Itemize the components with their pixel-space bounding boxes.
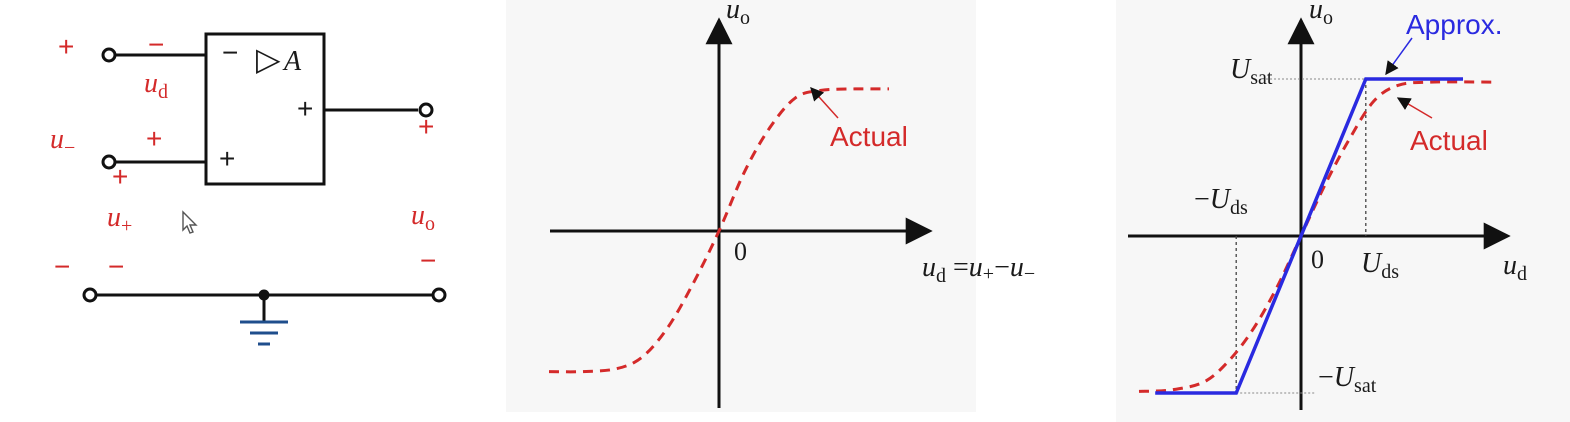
sign-plus-mid: + [146, 123, 162, 154]
terminal-ground-left [82, 287, 98, 303]
right-panel-background [1116, 0, 1570, 422]
terminal-inverting [101, 47, 117, 63]
chart2-legend-actual: Actual [1410, 125, 1488, 156]
opamp-circuit [82, 32, 447, 322]
chart1-y-label: uo [726, 0, 750, 29]
label-u-plus: u+ [107, 202, 132, 237]
terminal-noninverting [101, 154, 117, 170]
chart2-x-label: ud [1503, 250, 1527, 285]
terminal-output [418, 102, 434, 118]
chart2-legend-approx: Approx. [1406, 9, 1503, 40]
chart1-x-label: ud =u+−u− [922, 252, 1035, 287]
sign-minus-bottom-left: − [54, 251, 70, 282]
chart2-approx-annotation-arrow [1385, 37, 1413, 76]
chart2-actual-annotation-arrow [1396, 97, 1433, 119]
sign-minus-top: − [148, 29, 164, 60]
sign-plus-top-left: + [58, 31, 74, 62]
sign-minus-output: − [420, 245, 436, 276]
ground-junction-dot [258, 289, 270, 301]
label-ud: ud [144, 68, 168, 103]
chart-1: Actual uo 0 ud =u+−u− [548, 0, 1035, 408]
block-output-plus: + [297, 93, 313, 124]
chart2-origin-label: 0 [1311, 245, 1324, 274]
chart1-actual-annotation-arrow [810, 86, 839, 119]
label-uo: uo [411, 200, 435, 235]
chart2-tick-neg-usat: −Usat [1318, 362, 1377, 397]
mouse-cursor-icon [182, 210, 198, 234]
sign-minus-bottom-mid: − [108, 251, 124, 282]
chart-2: Approx. Actual uo ud 0 Usat −Usat Uds −U… [1128, 0, 1527, 410]
ground-symbol [240, 320, 288, 346]
chart2-tick-uds: Uds [1361, 248, 1399, 283]
middle-panel-background [506, 0, 976, 412]
chart1-origin-label: 0 [734, 237, 747, 266]
terminal-ground-right [431, 287, 447, 303]
block-minus-sign: − [222, 37, 238, 68]
block-amp-symbol: ▷ [256, 40, 281, 78]
chart2-tick-neg-uds: −Uds [1194, 184, 1248, 219]
label-u-minus: u− [50, 124, 75, 159]
chart1-legend-actual: Actual [830, 121, 908, 152]
sign-plus-output: + [418, 111, 434, 142]
sign-plus-under-terminal: + [112, 161, 128, 192]
block-gain: A [282, 46, 302, 77]
block-input-plus: + [219, 143, 235, 174]
chart2-series-approx [1155, 77, 1463, 395]
chart2-y-label: uo [1309, 0, 1333, 29]
chart2-tick-usat: Usat [1230, 54, 1273, 89]
